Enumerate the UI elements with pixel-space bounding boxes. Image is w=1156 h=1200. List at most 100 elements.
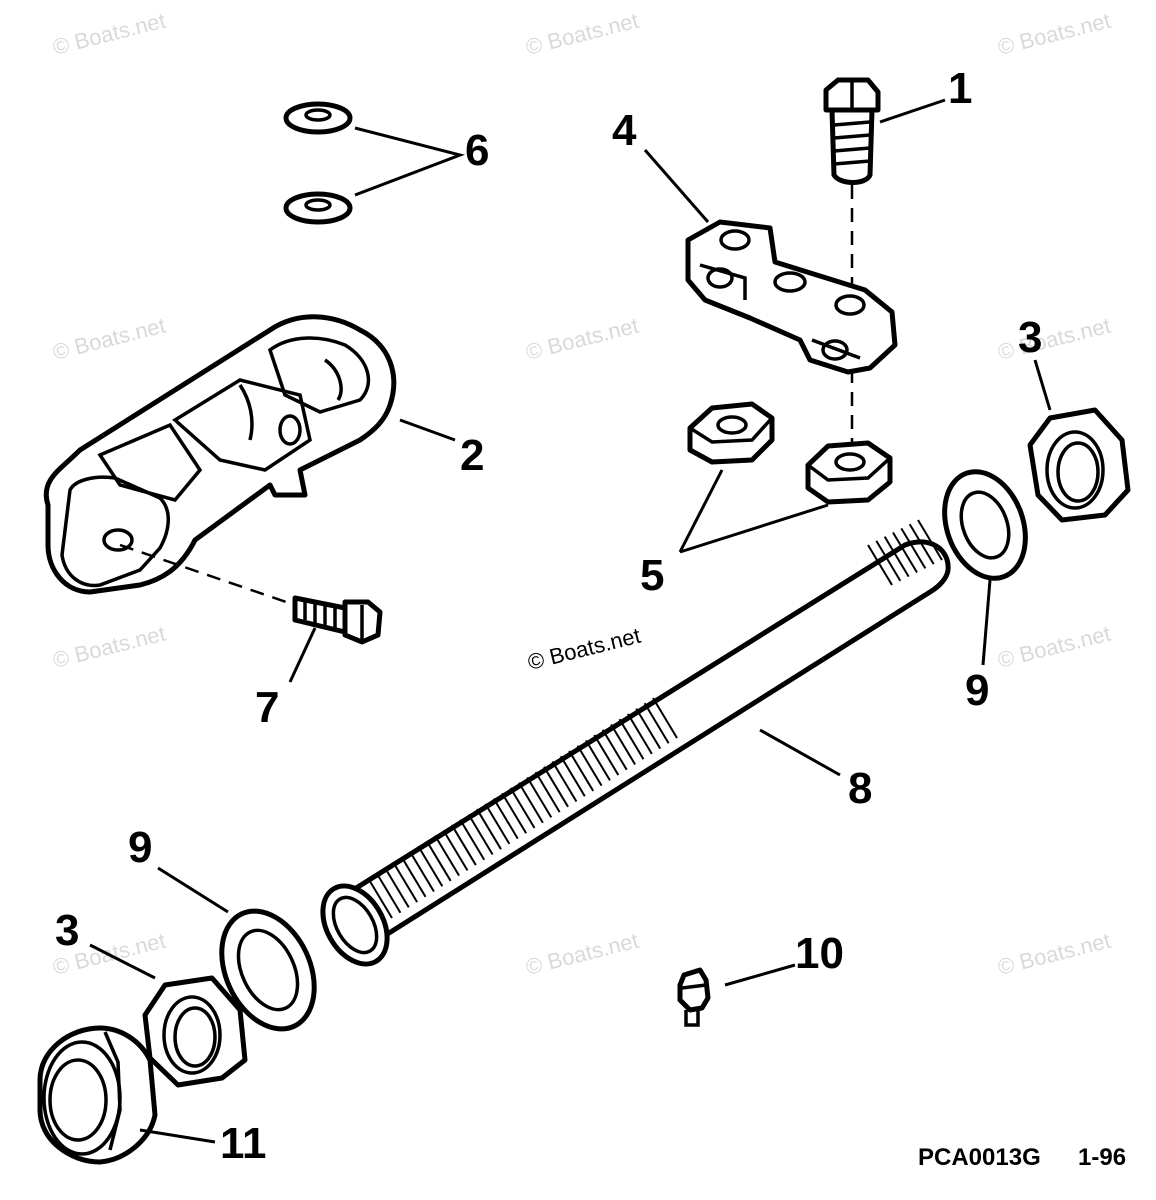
thread-line: [534, 771, 561, 813]
thread-line: [492, 798, 519, 840]
callout-7: 7: [255, 683, 279, 732]
leader-8: [759, 728, 841, 777]
thread-line: [392, 861, 419, 903]
leader-3-right: [1033, 359, 1052, 411]
thread-line: [900, 527, 927, 569]
thread-line: [892, 531, 918, 574]
part-11-cap-nut: [37, 1025, 158, 1165]
watermark: © Boats.net: [995, 313, 1113, 365]
watermark: © Boats.net: [523, 8, 641, 60]
thread-line: [601, 729, 628, 771]
callout-5: 5: [640, 551, 664, 600]
thread-line: [593, 734, 620, 776]
thread-line: [450, 824, 477, 866]
thread-line: [543, 766, 569, 808]
revision-date: 1-96: [1078, 1144, 1126, 1171]
part-6-washers: [283, 101, 353, 225]
part-5-nuts: [687, 401, 893, 505]
thread-line: [409, 851, 435, 893]
leader-1: [879, 98, 946, 124]
thread-line: [526, 776, 553, 818]
watermark-center: © Boats.net: [525, 623, 643, 675]
part-2-bracket: [43, 314, 397, 595]
callout-10: 10: [795, 929, 844, 978]
thread-line: [459, 819, 486, 861]
part-9-washer-left: [219, 908, 317, 1032]
part-9-washer-right: [942, 469, 1028, 581]
thread-line: [883, 536, 910, 578]
watermark: © Boats.net: [995, 928, 1113, 980]
thread-line: [417, 845, 444, 887]
leader-7: [288, 627, 317, 683]
callout-8: 8: [848, 764, 872, 813]
thread-line: [585, 739, 611, 781]
leader-10: [724, 963, 796, 987]
thread-line: [635, 708, 662, 750]
thread-line: [652, 697, 678, 739]
thread-line: [400, 856, 427, 898]
thread-line: [367, 877, 393, 919]
thread-line: [476, 808, 502, 850]
thread-line: [434, 835, 460, 877]
watermark: © Boats.net: [50, 8, 168, 60]
thread-line: [610, 723, 636, 765]
callout-11: 11: [220, 1119, 267, 1168]
thread-line: [875, 540, 902, 582]
watermark: © Boats.net: [995, 8, 1113, 60]
leader-9-left: [157, 866, 229, 914]
callout-3-left: 3: [55, 906, 79, 955]
thread-line: [375, 872, 402, 914]
thread-line: [425, 840, 452, 882]
callout-1: 1: [948, 64, 972, 113]
leader-11: [139, 1128, 216, 1144]
rod-threads: [367, 519, 943, 919]
callout-9-left: 9: [128, 823, 152, 872]
thread-line: [484, 803, 511, 845]
part-7-bolt: [292, 595, 383, 645]
watermark: © Boats.net: [995, 621, 1113, 673]
callout-2: 2: [460, 431, 484, 480]
leader-lines: [89, 98, 1052, 1144]
thread-line: [643, 702, 670, 744]
thread-line: [576, 745, 603, 787]
watermark: © Boats.net: [523, 313, 641, 365]
part-4-clamp: [685, 219, 898, 375]
thread-line: [867, 544, 893, 586]
callout-9-right: 9: [965, 666, 989, 715]
watermark: © Boats.net: [523, 928, 641, 980]
part-3-nut-right: [1027, 407, 1131, 523]
reference-code: PCA0013G: [918, 1144, 1041, 1171]
thread-line: [501, 792, 527, 834]
leader-5: [678, 469, 829, 554]
thread-line: [383, 866, 410, 908]
watermark: © Boats.net: [50, 313, 168, 365]
watermark: © Boats.net: [50, 621, 168, 673]
thread-line: [509, 787, 536, 829]
callout-3-right: 3: [1018, 313, 1042, 362]
thread-line: [551, 761, 578, 803]
thread-line: [917, 519, 943, 561]
thread-line: [618, 718, 645, 760]
thread-line: [908, 523, 935, 565]
thread-line: [467, 813, 494, 855]
callout-6: 6: [465, 126, 489, 175]
leader-9-right: [981, 579, 992, 666]
part-3-nut-left: [142, 975, 248, 1088]
callout-labels: 1 2 3 3 4 5 6 7 8 9 9 10 11: [55, 64, 1042, 1168]
thread-line: [442, 829, 469, 871]
leader-4: [643, 149, 710, 223]
leader-2: [399, 418, 456, 442]
thread-line: [559, 755, 586, 797]
thread-line: [518, 782, 544, 824]
thread-line: [568, 750, 595, 792]
leader-7-dash: [119, 543, 296, 607]
callout-4: 4: [612, 106, 637, 155]
part-10-grease-fitting: [677, 967, 711, 1027]
thread-line: [626, 713, 653, 755]
part-8-threaded-rod: [320, 519, 951, 967]
part-1-bolt: [823, 77, 881, 185]
leader-3-left: [89, 943, 156, 980]
leader-6: [354, 126, 465, 197]
